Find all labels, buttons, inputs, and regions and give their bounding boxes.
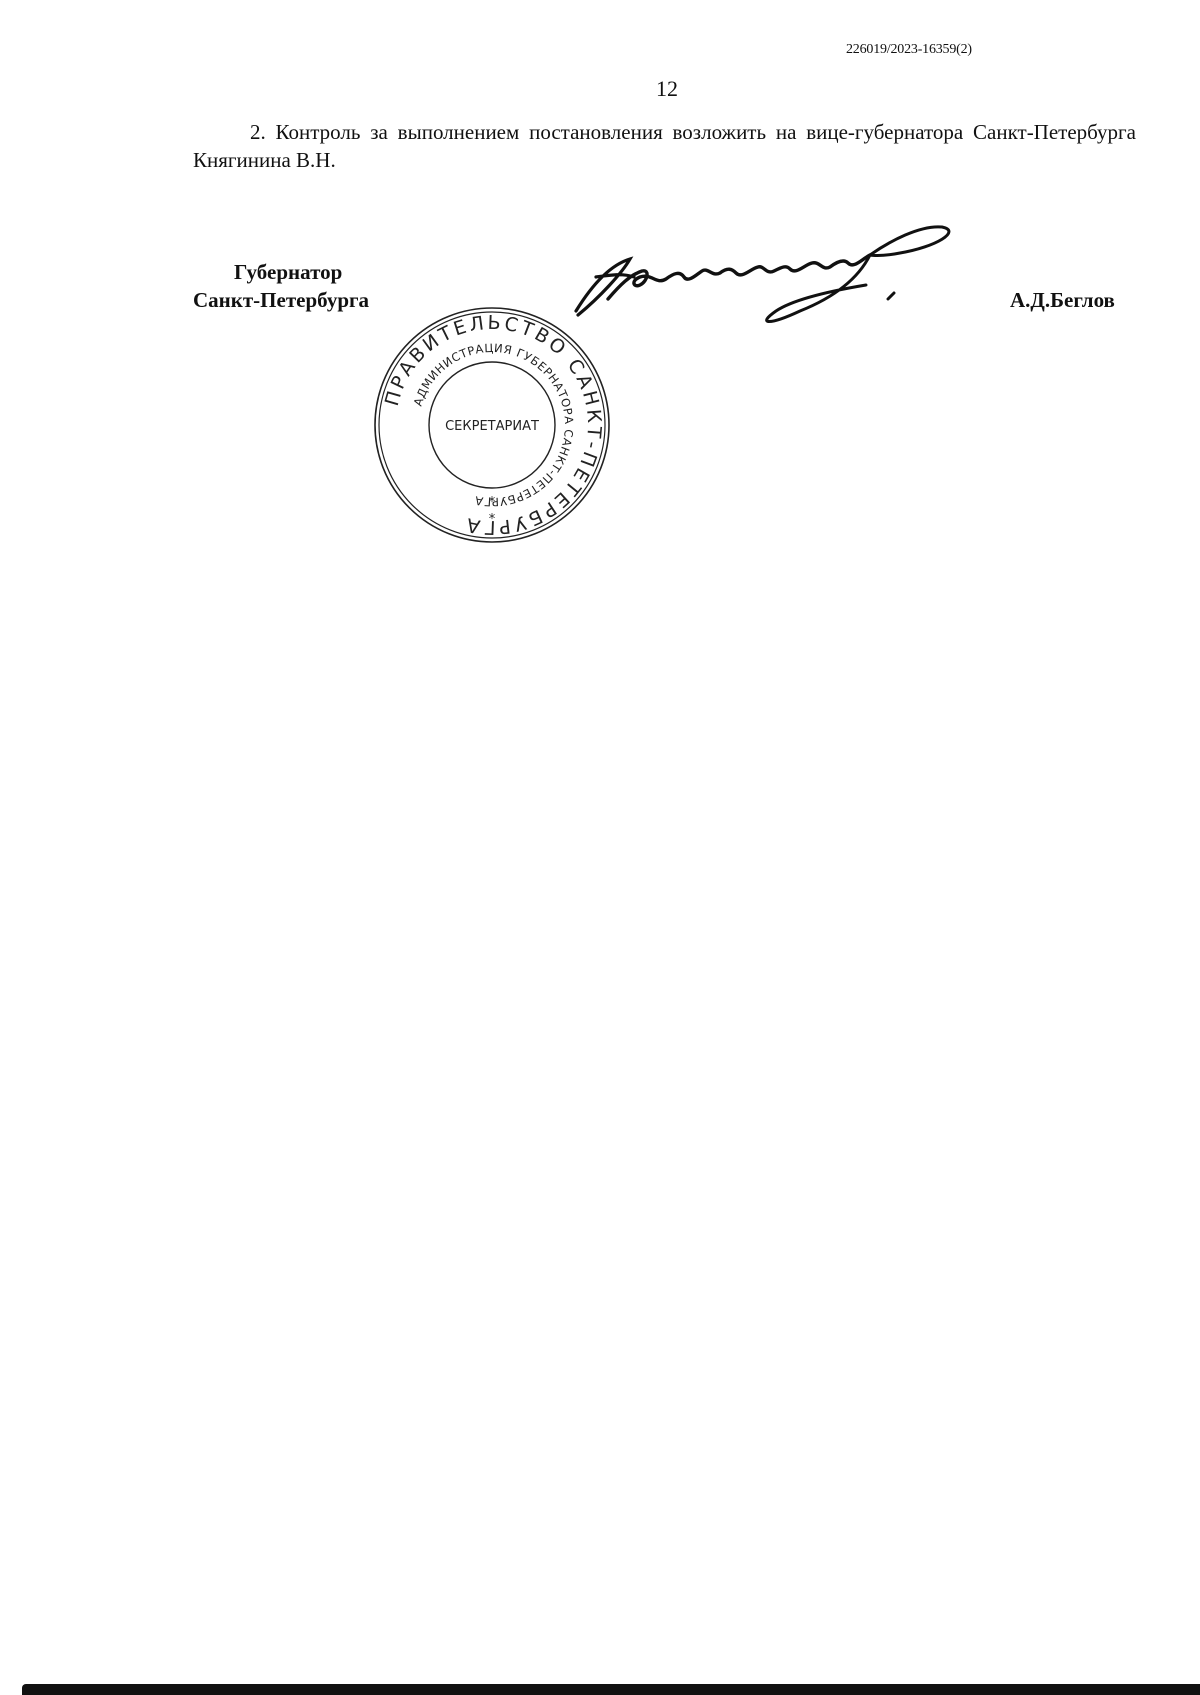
page-number: 12	[656, 76, 678, 101]
document-registration-number: 226019/2023-16359(2)	[846, 42, 972, 57]
official-seal: ПРАВИТЕЛЬСТВО САНКТ-ПЕТЕРБУРГА АДМИНИСТР…	[374, 307, 610, 543]
seal-star-bottom: *	[489, 512, 496, 527]
scan-edge-bar	[22, 1684, 1200, 1695]
signer-title: Губернатор Санкт-Петербурга	[193, 258, 403, 314]
handwritten-signature	[574, 225, 951, 323]
seal-star-top: *	[489, 495, 496, 510]
signer-title-position: Губернатор	[234, 260, 343, 284]
control-paragraph: 2. Контроль за выполнением постановления…	[193, 120, 1136, 172]
signer-name: А.Д.Беглов	[1010, 288, 1115, 312]
signer-title-city: Санкт-Петербурга	[193, 288, 370, 312]
seal-center-text: СЕКРЕТАРИАТ	[445, 419, 539, 434]
